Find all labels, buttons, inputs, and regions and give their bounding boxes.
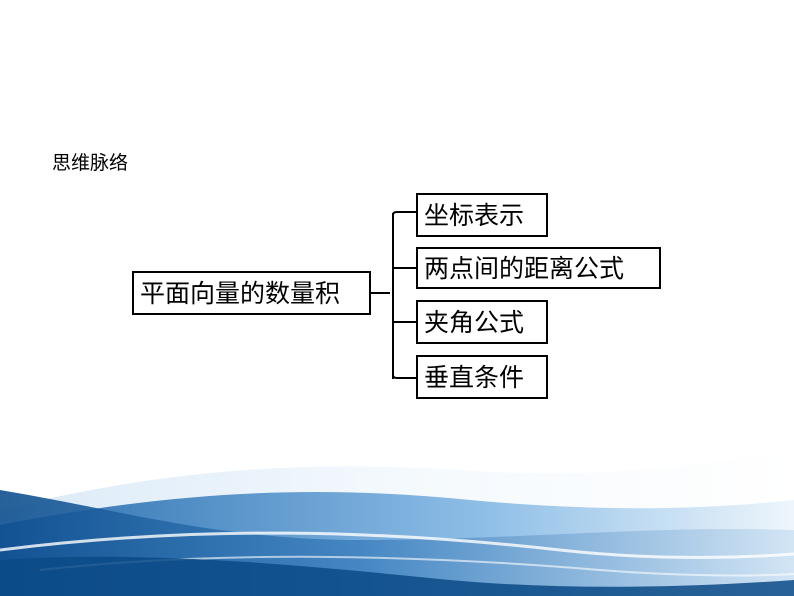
mindmap-root-label: 平面向量的数量积 [140,278,341,308]
mindmap-branch-label: 夹角公式 [424,307,525,337]
bracket-bottom-curve [392,374,416,379]
mindmap-branch-box: 垂直条件 [416,355,548,399]
wave-white-streak [0,531,794,560]
mindmap-branch-label: 坐标表示 [424,200,525,230]
wave-deep-band [0,556,794,596]
mindmap-branch-box: 夹角公式 [416,300,548,344]
decorative-wave-background [0,450,794,596]
mindmap-branch-label: 两点间的距离公式 [424,253,625,283]
mindmap-branch-box: 两点间的距离公式 [416,247,661,289]
mindmap-branch-label: 垂直条件 [424,362,525,392]
mindmap-root-box: 平面向量的数量积 [132,271,371,315]
page-heading: 思维脉络 [52,152,129,174]
mindmap-branch-box: 坐标表示 [416,193,548,237]
bracket-top-curve [392,211,416,216]
